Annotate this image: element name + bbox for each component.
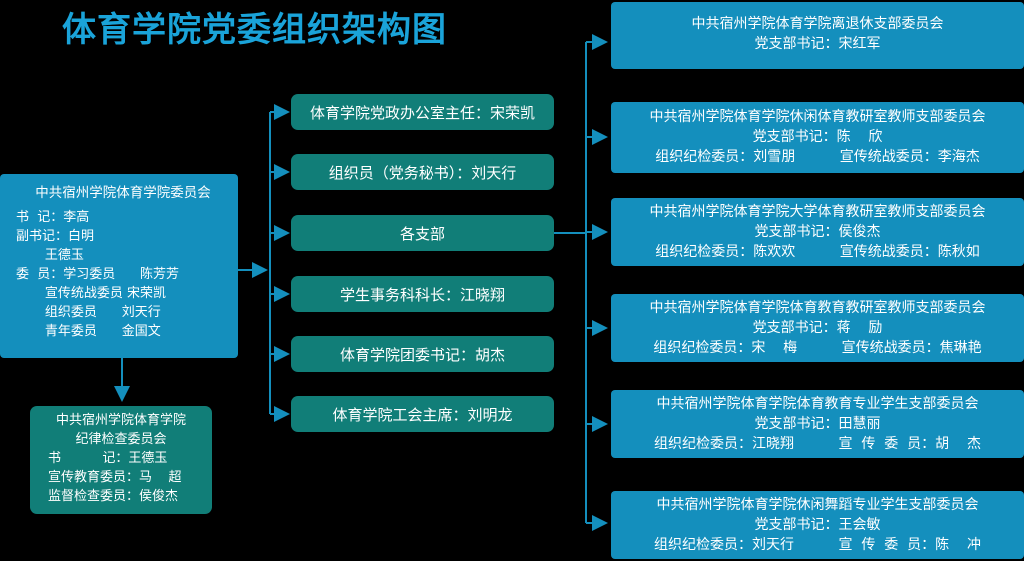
discipline-committee-line: 书 记：王德玉 bbox=[48, 451, 168, 466]
branch-name: 中共宿州学院体育学院休闲体育教研室教师支部委员会 bbox=[649, 109, 986, 125]
discipline-committee-name-2: 纪律检查委员会 bbox=[75, 432, 167, 447]
branch-line: 党支部书记：侯俊杰 bbox=[754, 224, 881, 240]
party-committee-line: 宣传统战委员 宋荣凯 bbox=[16, 286, 167, 301]
branch-name: 中共宿州学院体育学院休闲舞蹈专业学生支部委员会 bbox=[656, 497, 979, 513]
labor-union-label: 体育学院工会主席：刘明龙 bbox=[332, 405, 513, 424]
party-committee-box: 中共宿州学院体育学院委员会 书 记：李高 副书记：白明 王德玉 委 员：学习委员… bbox=[0, 174, 238, 358]
branch-line: 组织纪检委员：宋 梅 宣传统战委员：焦琳艳 bbox=[653, 340, 982, 356]
student-affairs-label: 学生事务科科长：江晓翔 bbox=[339, 285, 505, 304]
youth-league-label: 体育学院团委书记：胡杰 bbox=[339, 345, 505, 364]
party-committee-line: 组织委员 刘天行 bbox=[16, 305, 161, 320]
branch-line: 党支部书记：王会敏 bbox=[754, 517, 881, 533]
branch-box-leisure-sports: 中共宿州学院体育学院休闲体育教研室教师支部委员会 党支部书记：陈 欣 组织纪检委… bbox=[611, 102, 1024, 173]
branch-name: 中共宿州学院体育学院大学体育教研室教师支部委员会 bbox=[649, 204, 986, 220]
branch-name: 中共宿州学院体育学院体育教育专业学生支部委员会 bbox=[656, 396, 979, 412]
party-committee-line: 王德玉 bbox=[16, 248, 84, 263]
party-committee-line: 青年委员 金国文 bbox=[16, 324, 161, 339]
youth-league-box: 体育学院团委书记：胡杰 bbox=[291, 336, 554, 372]
student-affairs-box: 学生事务科科长：江晓翔 bbox=[291, 276, 554, 312]
branch-line: 党支部书记：宋红军 bbox=[754, 36, 881, 52]
branch-line: 组织纪检委员：刘雪朋 宣传统战委员：李海杰 bbox=[655, 149, 980, 165]
organizer-box: 组织员（党务秘书）：刘天行 bbox=[291, 154, 554, 190]
branch-name: 中共宿州学院体育学院离退休支部委员会 bbox=[691, 16, 944, 32]
organizer-label: 组织员（党务秘书）：刘天行 bbox=[328, 163, 517, 182]
party-committee-name: 中共宿州学院体育学院委员会 bbox=[35, 185, 211, 201]
branch-box-dance-students: 中共宿州学院体育学院休闲舞蹈专业学生支部委员会 党支部书记：王会敏 组织纪检委员… bbox=[611, 491, 1024, 559]
party-committee-line: 委 员：学习委员 陈芳芳 bbox=[16, 267, 180, 282]
branch-box-college-pe: 中共宿州学院体育学院大学体育教研室教师支部委员会 党支部书记：侯俊杰 组织纪检委… bbox=[611, 198, 1024, 266]
branch-line: 组织纪检委员：江晓翔 宣 传 委 员：胡 杰 bbox=[653, 436, 981, 452]
branch-name: 中共宿州学院体育学院体育教育教研室教师支部委员会 bbox=[649, 300, 986, 316]
branch-box-pe-education: 中共宿州学院体育学院体育教育教研室教师支部委员会 党支部书记：蒋 励 组织纪检委… bbox=[611, 294, 1024, 362]
branch-box-retired: 中共宿州学院体育学院离退休支部委员会 党支部书记：宋红军 bbox=[611, 2, 1024, 69]
discipline-committee-box: 中共宿州学院体育学院 纪律检查委员会 书 记：王德玉 宣传教育委员：马 超 监督… bbox=[30, 406, 212, 514]
branch-box-pe-students: 中共宿州学院体育学院体育教育专业学生支部委员会 党支部书记：田慧丽 组织纪检委员… bbox=[611, 390, 1024, 458]
discipline-committee-line: 宣传教育委员：马 超 bbox=[48, 470, 182, 485]
discipline-committee-line: 监督检查委员：侯俊杰 bbox=[48, 489, 179, 504]
page-title: 体育学院党委组织架构图 bbox=[62, 10, 447, 50]
branches-label: 各支部 bbox=[399, 224, 445, 243]
office-director-box: 体育学院党政办公室主任：宋荣凯 bbox=[291, 94, 554, 130]
branch-line: 党支部书记：田慧丽 bbox=[754, 416, 881, 432]
branch-line: 组织纪检委员：陈欢欢 宣传统战委员：陈秋如 bbox=[655, 244, 980, 260]
office-director-label: 体育学院党政办公室主任：宋荣凯 bbox=[309, 103, 535, 122]
discipline-committee-name-1: 中共宿州学院体育学院 bbox=[55, 413, 186, 428]
branch-line: 组织纪检委员：刘天行 宣 传 委 员：陈 冲 bbox=[653, 537, 981, 553]
party-committee-line: 副书记：白明 bbox=[16, 229, 95, 244]
party-committee-line: 书 记：李高 bbox=[16, 210, 90, 225]
branches-box: 各支部 bbox=[291, 215, 554, 251]
labor-union-box: 体育学院工会主席：刘明龙 bbox=[291, 396, 554, 432]
branch-line: 党支部书记：蒋 励 bbox=[752, 320, 883, 336]
branch-line: 党支部书记：陈 欣 bbox=[752, 129, 883, 145]
